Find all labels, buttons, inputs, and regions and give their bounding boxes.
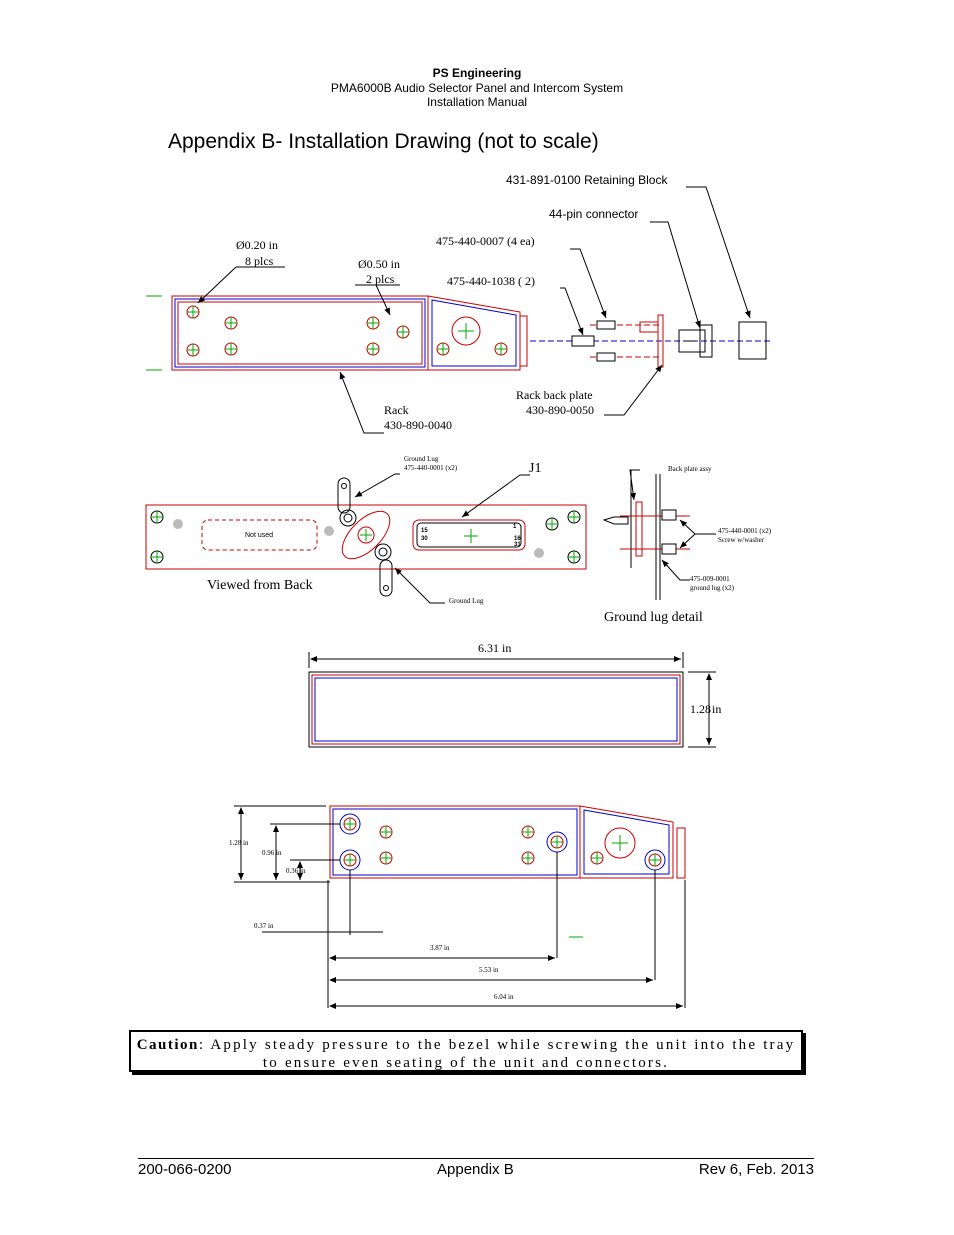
hole-050-label: Ø0.50 in — [358, 257, 400, 271]
pin-30: 30 — [421, 536, 428, 542]
footer-revision: Rev 6, Feb. 2013 — [698, 1161, 814, 1178]
lug-detail-lug-desc: ground lug (x2) — [690, 584, 735, 592]
dim-5-53: 5.53 in — [479, 966, 499, 974]
back-view-caption: Viewed from Back — [207, 578, 313, 593]
ground-lug-top-label: Ground Lug — [404, 455, 439, 463]
dim-0-96: 0.96 in — [262, 849, 282, 857]
caution-text: : Apply steady pressure to the bezel whi… — [198, 1037, 796, 1071]
hole-dimensions: 1.28 in 0.96 in 0.36 in 0.37 in 3.87 in … — [229, 805, 686, 1009]
pin-31: 31 — [514, 542, 521, 548]
installation-drawing: Ø0.20 in 8 plcs Ø0.50 in 2 plcs 475-440-… — [145, 173, 772, 1009]
footer-section: Appendix B — [437, 1161, 514, 1178]
front-height-value: 1.28 — [690, 702, 711, 716]
screw-2-label: 475-440-1038 ( 2) — [447, 274, 535, 288]
front-height-unit: in — [712, 702, 721, 716]
retaining-block-label: 431-891-0100 Retaining Block — [506, 173, 668, 187]
front-width-unit: in — [502, 641, 511, 655]
front-width-value: 6.31 — [478, 641, 499, 655]
caution-box: Caution: Apply steady pressure to the be… — [129, 1030, 803, 1072]
footer-doc-number: 200-066-0200 — [138, 1161, 232, 1178]
back-view: Not used 15 30 1 16 31 Ground Lug 475-44… — [145, 455, 587, 605]
dim-3-87: 3.87 in — [430, 944, 450, 952]
lug-detail-caption: Ground lug detail — [604, 610, 703, 625]
not-used-label: Not used — [245, 532, 273, 539]
hole-020-label: Ø0.20 in — [236, 238, 278, 252]
caution-label: Caution — [136, 1037, 199, 1053]
ground-lug-bottom-label: Ground Lug — [449, 597, 484, 605]
header-doc: Installation Manual — [426, 95, 528, 109]
dim-1-28: 1.28 in — [229, 839, 249, 847]
lug-detail-screw-desc: Screw w/washer — [718, 536, 765, 544]
j1-label: J1 — [529, 461, 541, 476]
pin-15: 15 — [421, 528, 428, 534]
ground-lug-top-pn: 475-440-0001 (x2) — [404, 464, 458, 472]
rack-label: Rack — [384, 403, 409, 417]
dim-0-37: 0.37 in — [254, 922, 274, 930]
hole-020-qty: 8 plcs — [245, 254, 274, 268]
hole-050-qty: 2 plcs — [366, 272, 395, 286]
side-view: Ø0.20 in 8 plcs Ø0.50 in 2 plcs 475-440-… — [146, 173, 770, 434]
back-plate-pn: 430-890-0050 — [526, 403, 594, 417]
pin-1: 1 — [513, 524, 517, 530]
lug-detail-screw: 475-440-0001 (x2) — [718, 527, 772, 535]
pin-16: 16 — [514, 536, 521, 542]
screw-4-label: 475-440-0007 (4 ea) — [436, 234, 535, 248]
lug-detail-lug: 475-009-0001 — [690, 575, 730, 583]
connector-label: 44-pin connector — [549, 207, 638, 221]
ground-lug-detail: Back plate assy 475-440-0001 (x2) Screw … — [602, 465, 772, 625]
back-plate-label: Rack back plate — [516, 388, 593, 402]
dim-0-36: 0.36 in — [286, 867, 306, 875]
header-product: PMA6000B Audio Selector Panel and Interc… — [330, 81, 624, 95]
footer: 200-066-0200 Appendix B Rev 6, Feb. 2013 — [138, 1158, 814, 1178]
header-company: PS Engineering — [432, 66, 522, 80]
rack-pn: 430-890-0040 — [384, 418, 452, 432]
dim-6-04: 6.04 in — [494, 993, 514, 1001]
front-dimensions: 6.31 in 1.28 in — [308, 641, 721, 748]
lug-detail-backplate: Back plate assy — [668, 465, 712, 473]
page-title: Appendix B- Installation Drawing (not to… — [168, 130, 599, 153]
